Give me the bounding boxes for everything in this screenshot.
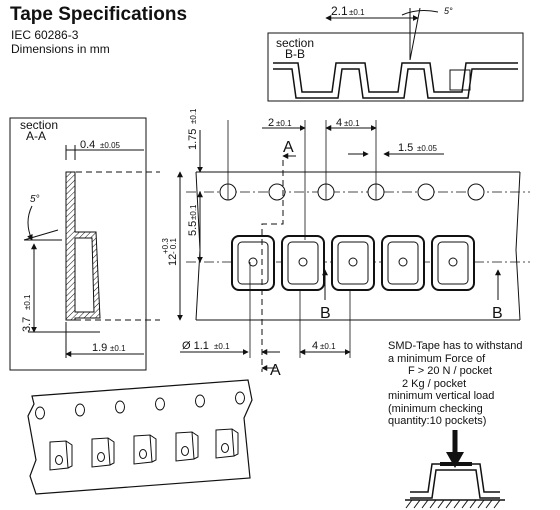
pocket	[381, 235, 425, 291]
hole-dia-dim: 1.5	[398, 142, 413, 154]
force-note-line: F > 20 N / pocket	[408, 365, 493, 377]
isometric-hole	[75, 403, 85, 417]
section-b-marker-right: B	[492, 305, 503, 322]
section-aa-depth-tol: ±0.1	[23, 294, 32, 310]
section-a-cut-line	[261, 160, 284, 372]
center-dim-tol: ±0.1	[189, 204, 198, 220]
pocket	[281, 235, 325, 291]
section-bb-pitch-tol: ±0.1	[349, 8, 365, 17]
tape-width-dim: 12	[167, 254, 179, 266]
force-note-line: a minimum Force of	[388, 352, 486, 365]
pocket-pitch-dim: 4	[312, 340, 318, 352]
pocket-pitch-tol: ±0.1	[320, 342, 336, 351]
tape-width-tol-plus: +0.3	[161, 238, 170, 254]
hole-offset-dim: 2	[268, 117, 274, 129]
section-bb-profile-inner	[273, 68, 518, 99]
section-bb: section B-B 2.1 ±0.1 5°	[267, 4, 524, 102]
isometric-hole	[155, 397, 165, 411]
hole-offset-tol: ±0.1	[276, 119, 292, 128]
section-aa-thickness-dim: 0.4	[80, 139, 95, 151]
sprocket-hole	[467, 183, 485, 201]
hole-pitch-dim: 4	[336, 117, 342, 129]
section-bb-pitch-dim: 2.1	[331, 4, 348, 18]
force-ground-hatch	[405, 499, 501, 509]
section-aa: section A-A 0.4 ±0.05 5° 3.7 ±0.1 1.9 ±0…	[9, 117, 160, 371]
edge-dim: 1.75	[187, 129, 199, 150]
section-aa-width-tol: ±0.1	[110, 344, 126, 353]
section-aa-angle-arc	[27, 205, 33, 241]
pocket	[431, 235, 475, 291]
isometric-hole	[35, 406, 45, 420]
section-bb-component	[449, 69, 471, 91]
pocket-hole-tol: ±0.1	[214, 342, 230, 351]
isometric-tape-outline	[27, 379, 253, 495]
force-pocket-profile	[410, 469, 500, 499]
force-note-line: (minimum checking	[388, 402, 483, 415]
section-bb-angle: 5°	[444, 6, 453, 16]
section-aa-label: section	[20, 118, 58, 132]
force-note-line: minimum vertical load	[388, 390, 495, 402]
section-b-marker-left: B	[320, 305, 331, 322]
isometric-hole	[235, 391, 245, 405]
sprocket-hole	[417, 183, 435, 201]
edge-dim-tol: ±0.1	[189, 108, 198, 124]
force-note: SMD-Tape has to withstand a minimum Forc…	[388, 340, 523, 428]
section-aa-pocket	[74, 237, 95, 313]
tape-width-tol-minus: - 0.1	[169, 237, 178, 254]
isometric-hole	[115, 400, 125, 414]
standard-label: IEC 60286-3	[11, 28, 79, 42]
pocket-hole-dim: Ø 1.1	[182, 340, 209, 352]
section-aa-angle: 5°	[30, 194, 40, 205]
center-dim: 5.5	[187, 221, 199, 236]
tape-isometric-view	[27, 379, 253, 495]
pocket	[331, 235, 375, 291]
section-a-marker-bottom: A	[270, 362, 281, 379]
pocket	[231, 235, 275, 291]
section-a-marker-top: A	[283, 139, 294, 156]
units-label: Dimensions in mm	[11, 42, 110, 56]
sprocket-hole	[268, 183, 286, 201]
section-bb-name: B-B	[285, 47, 305, 61]
section-aa-frame	[9, 117, 147, 371]
section-aa-thickness-tol: ±0.05	[100, 141, 121, 150]
force-sketch	[405, 430, 505, 509]
force-note-line: 2 Kg / pocket	[402, 377, 467, 390]
force-note-line: SMD-Tape has to withstand	[388, 340, 523, 352]
force-arrow-head	[446, 452, 464, 468]
force-note-line: quantity:10 pockets)	[388, 415, 487, 427]
hole-dia-tol: ±0.05	[417, 144, 438, 153]
isometric-hole	[195, 394, 205, 408]
force-pocket-profile-outer	[410, 463, 500, 493]
section-aa-name: A-A	[26, 129, 46, 143]
force-load-plate	[440, 462, 472, 466]
section-bb-label: section	[276, 36, 314, 50]
tape-top-view: A A B B 12 +0.3 - 0.1 5.5 ±0.1 1.75 ±0.1…	[161, 108, 530, 379]
section-aa-depth-dim: 3.7	[21, 317, 33, 332]
section-bb-profile	[273, 62, 518, 93]
hole-pitch-tol: ±0.1	[344, 119, 360, 128]
section-bb-frame	[267, 32, 524, 102]
section-bb-angle-line	[409, 7, 421, 61]
page-title: Tape Specifications	[10, 4, 188, 25]
isometric-pockets	[49, 428, 239, 471]
section-aa-width-dim: 1.9	[92, 342, 107, 354]
pockets	[231, 235, 475, 291]
sprocket-holes	[219, 183, 485, 201]
section-bb-angle-arc	[401, 10, 439, 16]
